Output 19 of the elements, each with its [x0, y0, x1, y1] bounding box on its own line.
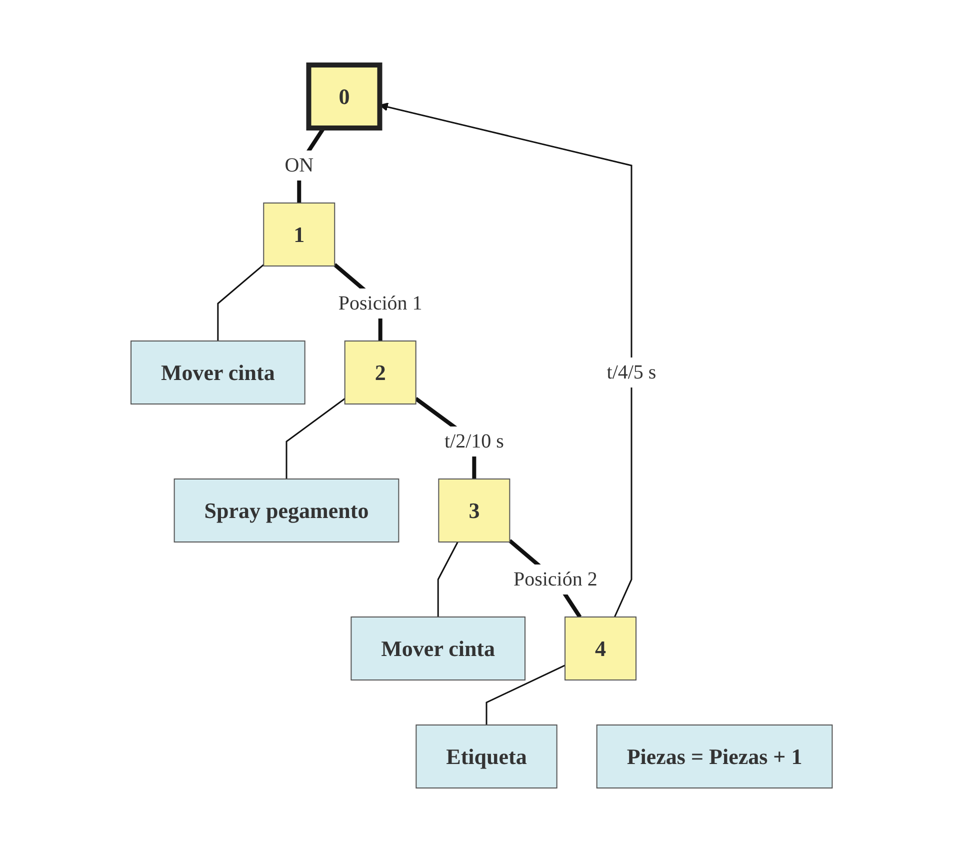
edge-label: t/4/5 s: [606, 361, 656, 384]
node-box: Mover cinta: [350, 616, 526, 680]
node-box: 2: [344, 340, 416, 404]
node-box: Etiqueta: [416, 724, 558, 788]
node-box: Mover cinta: [130, 340, 306, 404]
node-box: 1: [263, 202, 336, 266]
connector: [486, 664, 566, 725]
node-box: Spray pegamento: [174, 478, 400, 542]
node-box: 0: [306, 62, 382, 130]
node-box: 4: [564, 616, 636, 680]
edge-label: Posición 2: [513, 568, 598, 590]
connector: [437, 542, 458, 617]
edge-label: t/2/10 s: [444, 430, 504, 452]
connector: [217, 264, 264, 341]
edge-label: ON: [284, 154, 314, 176]
node-box: Piezas = Piezas + 1: [596, 724, 833, 788]
connector: [286, 398, 346, 479]
node-box: 3: [438, 478, 510, 542]
edge-label: Posición 1: [338, 292, 422, 314]
